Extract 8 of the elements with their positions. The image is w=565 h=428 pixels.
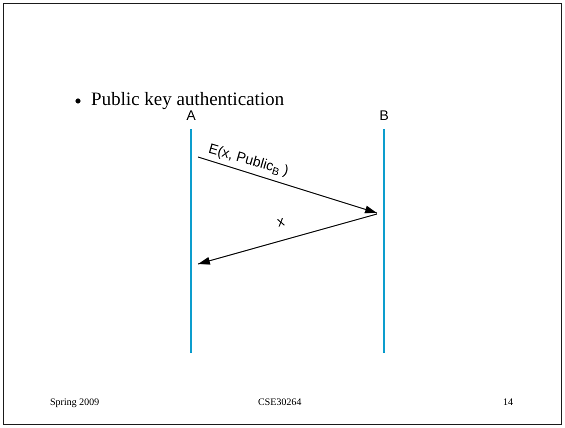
page-number: 14 (503, 396, 513, 410)
message-arrow (198, 213, 378, 265)
edge-label: E(x, Public$_{B}$ ) (206, 140, 291, 178)
participant-label: B (379, 106, 389, 124)
footer-text: Spring 2009 (50, 396, 100, 410)
footer-text: CSE30264 (258, 396, 302, 410)
edge-label: x (275, 212, 286, 230)
message-arrow (198, 156, 378, 214)
